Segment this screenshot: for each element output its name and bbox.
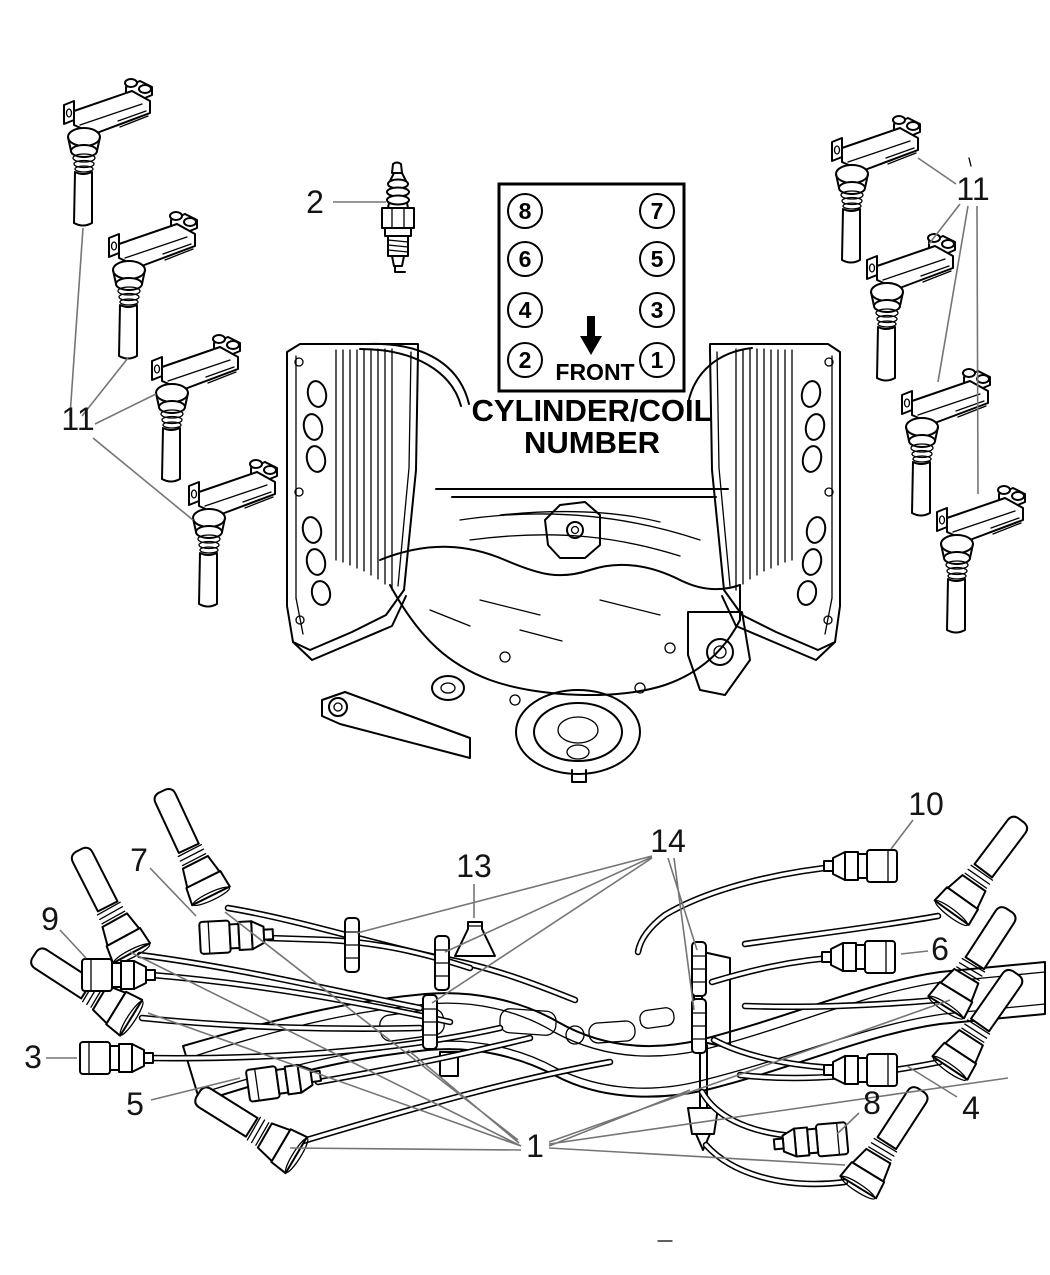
harness-clip (422, 994, 438, 1050)
leader-5 (150, 1077, 241, 1101)
cylinder-number-8: 8 (519, 198, 532, 224)
box-title-line2: NUMBER (524, 425, 660, 460)
callout-10: 10 (908, 786, 944, 822)
callout-11-left: 11 (61, 401, 94, 437)
ignition-coil-right-1 (831, 115, 921, 264)
cylinder-coil-number-box: 8 7 6 5 4 3 2 1 FRONT CYLINDER/COIL NUMB… (471, 182, 713, 460)
wire-connector-3 (79, 1041, 154, 1075)
ignition-coil-left-3 (151, 334, 241, 483)
wire-connector-8 (771, 1121, 850, 1162)
right-valve-cover (687, 343, 841, 661)
front-arrow-icon (580, 316, 602, 355)
front-label: FRONT (555, 359, 634, 385)
harness-clip (344, 917, 360, 973)
cylinder-number-2: 2 (519, 347, 532, 373)
leader-14 (356, 855, 698, 1011)
callout-6: 6 (931, 931, 949, 967)
callout-11-right: 11 (956, 171, 989, 207)
leader-10 (890, 819, 914, 850)
leader-4 (906, 1065, 958, 1098)
leader-11-left (69, 227, 194, 521)
cylinder-number-4: 4 (519, 297, 532, 323)
callout-8: 8 (863, 1085, 881, 1121)
leader-8 (836, 1112, 860, 1135)
harness-tray (182, 961, 1046, 1103)
spark-plug-wire-boot (142, 781, 233, 910)
spark-plug-wire-boot (931, 806, 1039, 930)
engine-illustration (286, 342, 841, 783)
leader-6 (900, 950, 929, 955)
ignition-coil-left-1 (63, 78, 153, 227)
cylinder-number-6: 6 (519, 246, 532, 272)
callout-2: 2 (306, 184, 324, 220)
ignition-coil-right-4 (936, 485, 1026, 634)
wire-connector-10 (823, 849, 898, 883)
ignition-coil-right-3 (901, 368, 991, 517)
callout-5: 5 (126, 1086, 144, 1122)
callout-4: 4 (962, 1090, 980, 1126)
leader-9 (59, 929, 87, 959)
wire-connector-6 (821, 940, 896, 974)
cylinder-number-7: 7 (651, 198, 664, 224)
callout-9: 9 (41, 901, 59, 937)
harness-clip (434, 935, 450, 991)
left-valve-cover (286, 342, 470, 661)
leader-lines (46, 157, 1009, 1242)
callout-3: 3 (24, 1039, 42, 1075)
spark-plug-illustration (381, 161, 415, 273)
callout-7: 7 (130, 842, 148, 878)
plug-wires (136, 862, 944, 1188)
callout-14: 14 (650, 823, 686, 859)
wire-connector-4 (823, 1053, 898, 1087)
engine-front-cover (321, 488, 751, 783)
cylinder-number-3: 3 (651, 297, 664, 323)
box-title-line1: CYLINDER/COIL (471, 393, 712, 428)
spark-plug-wire-boot (837, 1077, 940, 1204)
ignition-coil-left-2 (108, 211, 198, 360)
harness-clip (691, 941, 707, 997)
leader-7 (149, 867, 197, 917)
ignition-coil-left-4 (188, 459, 278, 608)
callout-labels: 2 11 11 7 9 3 5 13 14 10 6 4 8 1 (24, 171, 990, 1164)
wire-connector-9 (81, 958, 156, 992)
wire-connector-7 (198, 917, 275, 955)
tick-mark (657, 157, 972, 1242)
callout-13: 13 (456, 848, 492, 884)
cylinder-number-1: 1 (651, 347, 664, 373)
callout-1: 1 (526, 1128, 544, 1164)
leader-1 (129, 911, 1009, 1166)
cylinder-number-5: 5 (651, 246, 664, 272)
leader-11-right (917, 157, 979, 495)
spark-plug-wire-harness (21, 781, 1046, 1204)
